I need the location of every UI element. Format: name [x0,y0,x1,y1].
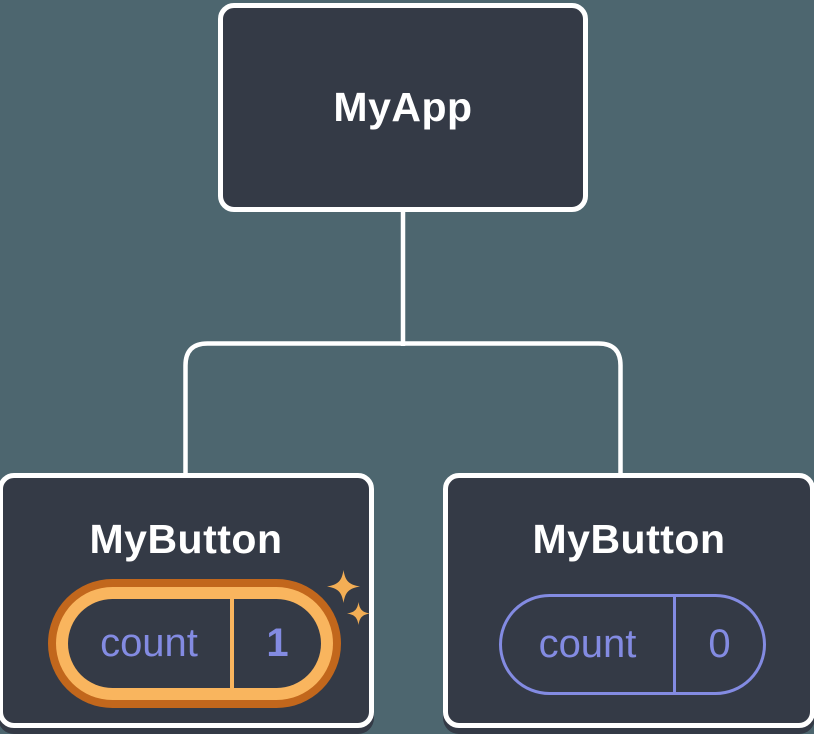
node-label-mybutton-left: MyButton [89,516,283,562]
sparkle-icon [347,602,370,625]
state-pill-highlight-ring: count 1 [56,587,333,700]
component-node-myapp: MyApp [218,3,588,212]
state-pill-highlighted: count 1 [48,579,341,708]
node-label-myapp: MyApp [333,84,473,130]
connector-branch [183,341,623,474]
state-pill: count 0 [499,594,766,695]
component-node-mybutton-right: MyButton count 0 [443,473,814,728]
state-pill-divider [230,599,234,688]
state-name: count [100,621,198,665]
node-label-mybutton-right: MyButton [532,516,726,562]
state-value: 1 [266,621,289,665]
state-pill-divider [673,597,676,692]
component-node-mybutton-left: MyButton count 1 [0,473,374,728]
state-value: 0 [708,622,731,666]
sparkle-icon [327,570,360,603]
state-name: count [538,622,637,666]
